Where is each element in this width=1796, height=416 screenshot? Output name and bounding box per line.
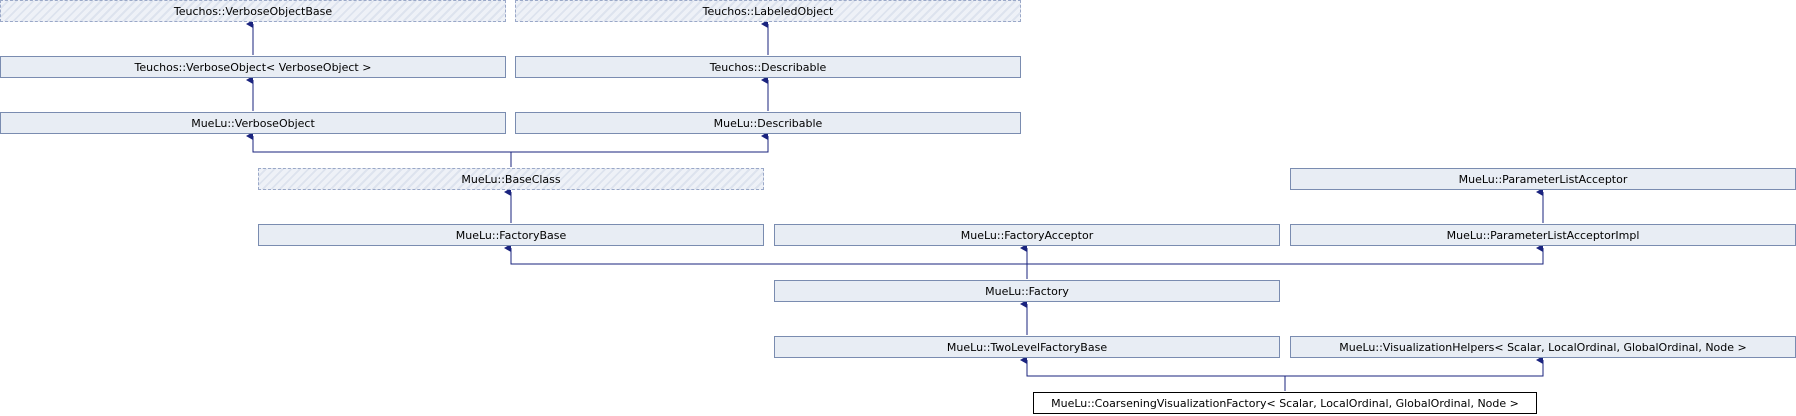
node-label: MueLu::Describable [713, 116, 823, 130]
edge-factory-to-factorybase [504, 244, 1028, 279]
edge-coarsening-to-twolevel [1020, 356, 1286, 391]
node-muelu-baseclass[interactable]: MueLu::BaseClass [258, 168, 764, 190]
node-label: MueLu::TwoLevelFactoryBase [946, 340, 1108, 354]
node-label: MueLu::FactoryBase [455, 228, 567, 242]
node-teuchos-describable[interactable]: Teuchos::Describable [515, 56, 1021, 78]
node-label: Teuchos::VerboseObjectBase [173, 4, 333, 18]
node-muelu-verboseobject[interactable]: MueLu::VerboseObject [0, 112, 506, 134]
node-teuchos-verboseobject[interactable]: Teuchos::VerboseObject< VerboseObject > [0, 56, 506, 78]
node-teuchos-labeledobject[interactable]: Teuchos::LabeledObject [515, 0, 1021, 22]
node-label: MueLu::VisualizationHelpers< Scalar, Loc… [1339, 340, 1747, 354]
node-label: MueLu::BaseClass [461, 172, 561, 186]
node-label: MueLu::ParameterListAcceptor [1458, 172, 1628, 186]
edge-coarsening-to-visualizationhelpers [1285, 356, 1544, 377]
node-label: MueLu::Factory [985, 284, 1069, 298]
node-muelu-parameterlistacceptorimpl[interactable]: MueLu::ParameterListAcceptorImpl [1290, 224, 1796, 246]
node-muelu-visualizationhelpers[interactable]: MueLu::VisualizationHelpers< Scalar, Loc… [1290, 336, 1796, 358]
node-label: MueLu::VerboseObject [191, 116, 315, 130]
node-muelu-parameterlistacceptor[interactable]: MueLu::ParameterListAcceptor [1290, 168, 1796, 190]
edge-baseclass-to-verboseobject [246, 132, 512, 167]
node-muelu-factory[interactable]: MueLu::Factory [774, 280, 1280, 302]
node-label: MueLu::FactoryAcceptor [960, 228, 1094, 242]
node-teuchos-verboseobjectbase[interactable]: Teuchos::VerboseObjectBase [0, 0, 506, 22]
node-label: Teuchos::VerboseObject< VerboseObject > [134, 60, 372, 74]
edge-factory-to-parameterlistacceptorimpl [1027, 244, 1544, 265]
node-label: MueLu::CoarseningVisualizationFactory< S… [1051, 396, 1519, 410]
edge-baseclass-to-describable [511, 132, 769, 153]
node-muelu-factoryacceptor[interactable]: MueLu::FactoryAcceptor [774, 224, 1280, 246]
node-label: Teuchos::Describable [709, 60, 827, 74]
node-muelu-twolevelfactorybase[interactable]: MueLu::TwoLevelFactoryBase [774, 336, 1280, 358]
node-label: MueLu::ParameterListAcceptorImpl [1446, 228, 1640, 242]
node-label: Teuchos::LabeledObject [702, 4, 834, 18]
node-muelu-factorybase[interactable]: MueLu::FactoryBase [258, 224, 764, 246]
node-muelu-describable[interactable]: MueLu::Describable [515, 112, 1021, 134]
node-muelu-coarseningvisualizationfactory: MueLu::CoarseningVisualizationFactory< S… [1033, 392, 1537, 414]
